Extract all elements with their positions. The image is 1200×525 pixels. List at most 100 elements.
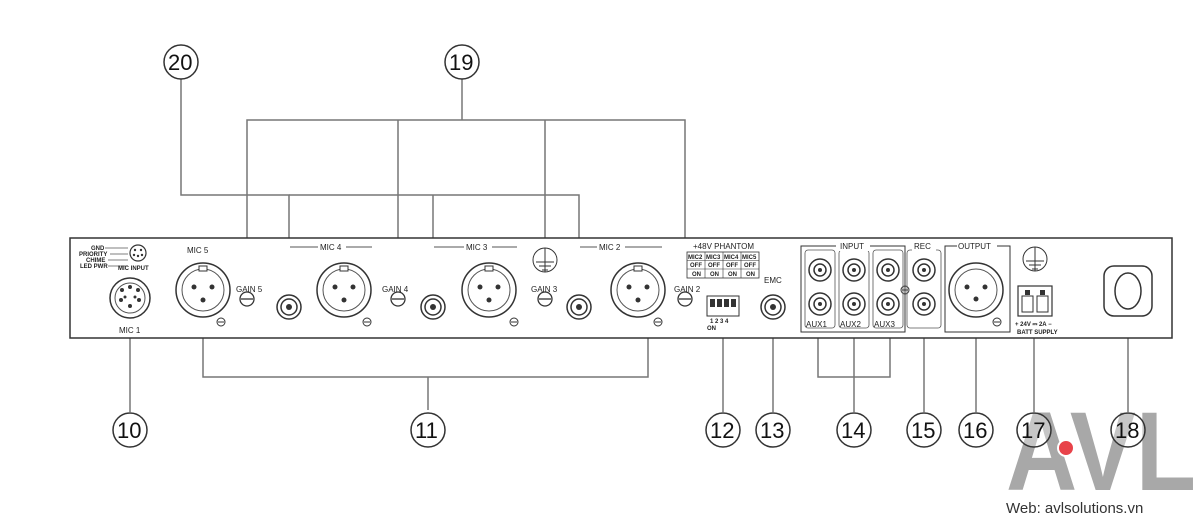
svg-text:11: 11 <box>415 418 438 443</box>
output-group-frame <box>944 241 1011 333</box>
mic4-label-group: MIC 4 <box>290 243 372 252</box>
svg-text:LED PWR: LED PWR <box>80 264 108 270</box>
svg-text:12: 12 <box>710 418 734 443</box>
callout-17: 17 <box>1016 412 1052 448</box>
output-label: OUTPUT <box>958 242 991 251</box>
phantom-header-mic3: MIC3 <box>706 255 721 261</box>
phantom-off-mic4: OFF <box>726 263 738 269</box>
svg-text:AVL: AVL <box>1006 389 1196 514</box>
rca-rec-top[interactable] <box>912 258 936 282</box>
dip-numbers-label: 1 2 3 4 <box>710 319 729 325</box>
batt-voltage-label: + 24V ⎓ 2A − <box>1015 322 1052 328</box>
svg-text:CHIME: CHIME <box>86 258 105 264</box>
emc-jack[interactable] <box>760 294 786 320</box>
phantom-label: +48V PHANTOM <box>693 242 754 251</box>
ground-symbol-icon <box>532 247 558 273</box>
input-label: INPUT <box>840 242 864 251</box>
xlr-mic5[interactable] <box>175 262 231 318</box>
phantom-header-mic4: MIC4 <box>724 255 739 261</box>
input-group-frame <box>800 241 906 333</box>
svg-text:17: 17 <box>1021 418 1045 443</box>
batt-supply-label: BATT SUPPLY <box>1017 330 1058 336</box>
xlr-mic2[interactable] <box>610 262 666 318</box>
gain-knob-2[interactable] <box>677 291 693 307</box>
svg-text:19: 19 <box>449 50 473 75</box>
rca-aux2-top[interactable] <box>842 258 866 282</box>
svg-text:MIC INPUT: MIC INPUT <box>118 266 149 272</box>
svg-text:PRIORITY: PRIORITY <box>79 252 107 258</box>
callout-12: 12 <box>705 412 741 448</box>
svg-text:GND: GND <box>91 246 105 252</box>
phantom-off-mic3: OFF <box>708 263 720 269</box>
svg-text:13: 13 <box>760 418 784 443</box>
xlr-output[interactable] <box>948 262 1004 318</box>
gain-knob-4[interactable] <box>390 291 406 307</box>
phantom-on-mic4: ON <box>728 272 737 278</box>
svg-text:16: 16 <box>963 418 987 443</box>
aux1-label: AUX1 <box>806 320 827 329</box>
jack-mic5[interactable] <box>276 294 302 320</box>
phantom-header-mic5: MIC5 <box>742 255 757 261</box>
callout-20: 20 <box>163 44 199 80</box>
callout-13: 13 <box>755 412 791 448</box>
xlr-mic3[interactable] <box>461 262 517 318</box>
aux2-label: AUX2 <box>840 320 861 329</box>
aux3-label: AUX3 <box>874 320 895 329</box>
svg-text:15: 15 <box>911 418 935 443</box>
phantom-on-mic5: ON <box>746 272 755 278</box>
rec-label: REC <box>914 242 931 251</box>
callout-10: 10 <box>112 412 148 448</box>
rec-group-frame <box>906 241 942 329</box>
mic2-label-group: MIC 2 <box>580 243 662 252</box>
svg-text:10: 10 <box>117 418 141 443</box>
mic3-label: MIC 3 <box>466 243 488 252</box>
jack-mic3[interactable] <box>566 294 592 320</box>
phantom-on-mic3: ON <box>710 272 719 278</box>
rca-aux1-top[interactable] <box>808 258 832 282</box>
rca-aux2-bottom[interactable] <box>842 292 866 316</box>
phantom-dip-switch[interactable] <box>706 295 740 317</box>
svg-text:20: 20 <box>168 50 192 75</box>
rca-rec-bottom[interactable] <box>912 292 936 316</box>
callout-16: 16 <box>958 412 994 448</box>
mic4-label: MIC 4 <box>320 243 342 252</box>
phantom-header-mic2: MIC2 <box>688 255 703 261</box>
phantom-power-table: +48V PHANTOM MIC2 MIC3 MIC4 MIC5 OFF OFF… <box>686 242 760 279</box>
callout-18: 18 <box>1110 412 1146 448</box>
dip-on-label: ON <box>707 326 716 332</box>
logo-red-dot-icon <box>1057 439 1075 457</box>
gain4-label: GAIN 4 <box>382 285 409 294</box>
website-text: Web: avlsolutions.vn <box>1006 500 1144 517</box>
mic-input-legend: GND PRIORITY CHIME LED PWR MIC INPUT <box>79 246 149 272</box>
mic5-label: MIC 5 <box>187 246 209 255</box>
mic1-din-connector[interactable] <box>109 277 151 319</box>
rca-aux3-top[interactable] <box>876 258 900 282</box>
callout-15: 15 <box>906 412 942 448</box>
phantom-off-mic2: OFF <box>690 263 702 269</box>
gain5-label: GAIN 5 <box>236 285 263 294</box>
jack-mic4[interactable] <box>420 294 446 320</box>
rca-aux1-bottom[interactable] <box>808 292 832 316</box>
avl-logo: AVL <box>1006 389 1196 514</box>
svg-text:18: 18 <box>1115 418 1139 443</box>
ground-symbol-icon-2 <box>1022 246 1048 272</box>
gain-knob-5[interactable] <box>239 291 255 307</box>
callout-14: 14 <box>836 412 872 448</box>
battery-terminal[interactable] <box>1017 285 1053 317</box>
mic1-label: MIC 1 <box>119 326 141 335</box>
phantom-off-mic5: OFF <box>744 263 756 269</box>
power-inlet[interactable] <box>1103 265 1153 317</box>
callout-19: 19 <box>444 44 480 80</box>
phantom-on-mic2: ON <box>692 272 701 278</box>
gain3-label: GAIN 3 <box>531 285 558 294</box>
svg-text:14: 14 <box>841 418 865 443</box>
xlr-mic4[interactable] <box>316 262 372 318</box>
gain-knob-3[interactable] <box>537 291 553 307</box>
rca-aux3-bottom[interactable] <box>876 292 900 316</box>
emc-label: EMC <box>764 276 782 285</box>
mic-input-din[interactable] <box>129 244 147 262</box>
mic3-label-group: MIC 3 <box>434 243 517 252</box>
gain2-label: GAIN 2 <box>674 285 701 294</box>
callout-11: 11 <box>410 412 446 448</box>
